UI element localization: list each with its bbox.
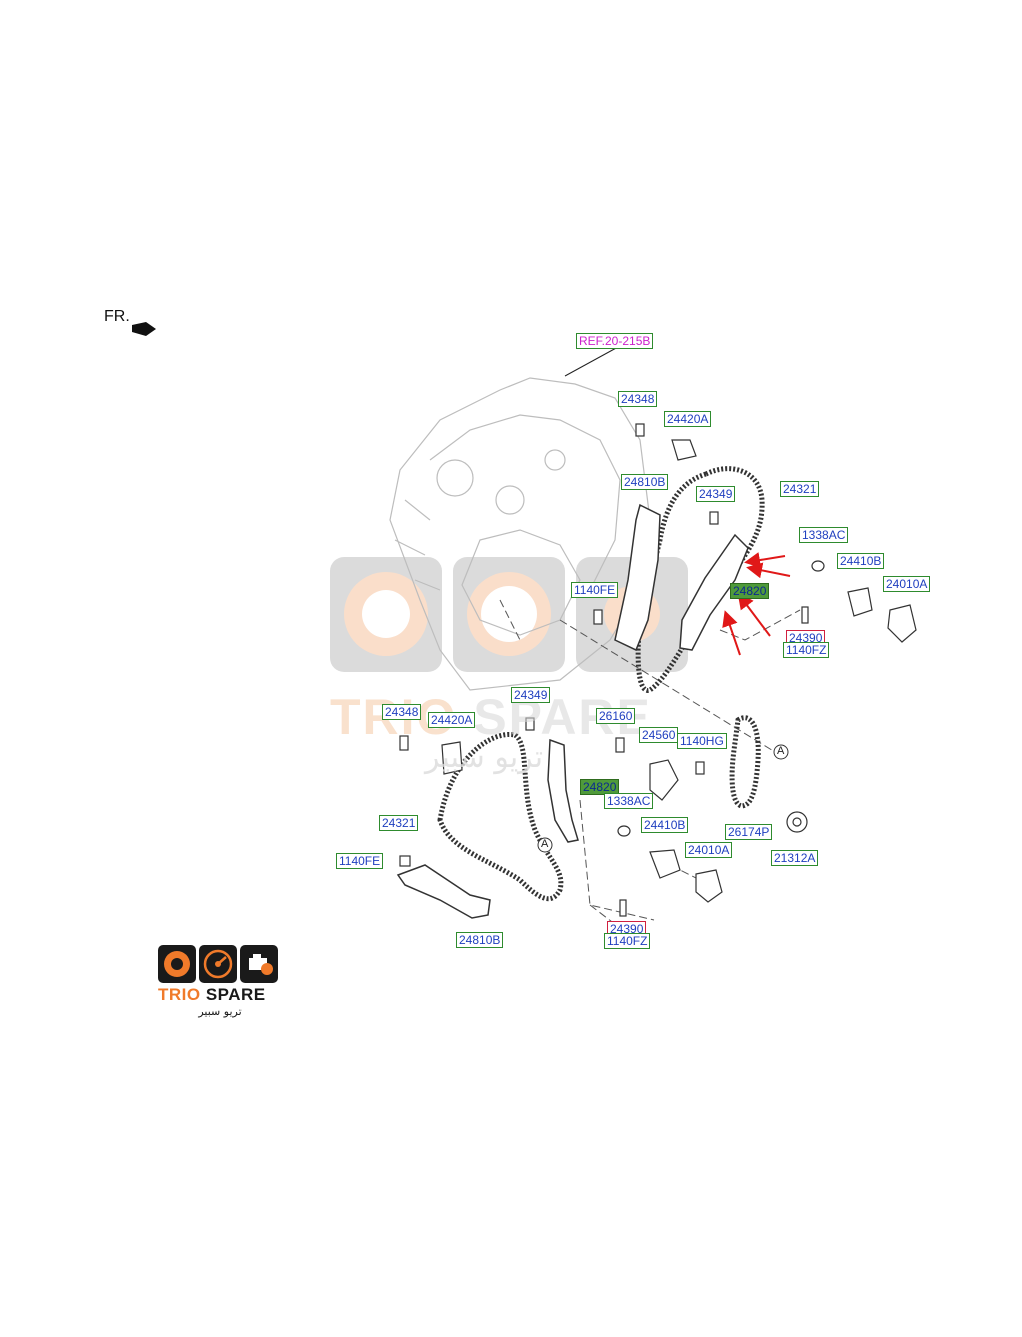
part-label[interactable]: 24348 [618,391,658,407]
front-label: FR. [104,308,130,325]
upper-guide-rail [614,503,661,652]
upper-small-parts [593,423,917,643]
ref-label[interactable]: REF.20-215B [576,333,654,349]
oil-pump-chain [729,715,761,809]
part-label[interactable]: 1140FE [336,853,384,869]
part-label[interactable]: 1140FE [571,582,619,598]
callout-circle-a-lower [537,837,553,853]
speedometer-icon [199,945,237,983]
ref-leader [564,346,619,377]
engine-icon [240,945,278,983]
part-label[interactable]: 24010A [883,576,931,592]
part-label[interactable]: 1338AC [799,527,849,543]
watermark-arabic: تريو سبير [425,740,544,775]
part-label[interactable]: 24810B [456,932,504,948]
highlighted-part-label[interactable]: 24820 [580,779,620,795]
callout-a-right: A [777,745,785,757]
front-direction-indicator: FR. [104,308,130,326]
part-label[interactable]: 24349 [696,486,736,502]
brand-name-first: TRIO [158,985,201,1004]
part-label[interactable]: 24560 [639,727,679,743]
part-label[interactable]: 1338AC [604,793,654,809]
red-pointer-arrows [722,552,791,656]
part-label[interactable]: 1140FZ [783,642,830,658]
part-label[interactable]: 24420A [664,411,712,427]
upper-tensioner-arm [679,533,749,651]
lower-guide-rail [396,864,491,919]
clutch-disc-icon [158,945,196,983]
brand-name-second: SPARE [200,985,266,1004]
part-label[interactable]: 24349 [511,687,551,703]
callout-a-lower: A [541,838,549,850]
upper-timing-chain [635,466,765,693]
part-label[interactable]: 24810B [621,474,669,490]
brand-name: TRIO SPARE [158,985,282,1005]
highlighted-part-label[interactable]: 24820 [730,583,770,599]
lower-small-parts [399,717,808,917]
brand-logo: TRIO SPARE تريو سبير [158,945,282,1018]
part-label[interactable]: 24321 [780,481,820,497]
part-label[interactable]: 24410B [641,817,689,833]
part-label[interactable]: 26160 [596,708,636,724]
front-arrow-icon [132,322,156,336]
part-label[interactable]: 1140HG [677,733,727,749]
part-label[interactable]: 24410B [837,553,885,569]
part-label[interactable]: 21312A [771,850,819,866]
part-label[interactable]: 24348 [382,704,422,720]
part-label[interactable]: 26174P [725,824,773,840]
part-label[interactable]: 24010A [685,842,733,858]
part-label[interactable]: 24321 [379,815,419,831]
lower-tensioner-arm [547,738,579,843]
part-label[interactable]: 1140FZ [604,933,651,949]
callout-circle-a-right [773,744,789,760]
brand-arabic: تريو سبير [198,1005,242,1018]
part-label[interactable]: 24420A [428,712,476,728]
